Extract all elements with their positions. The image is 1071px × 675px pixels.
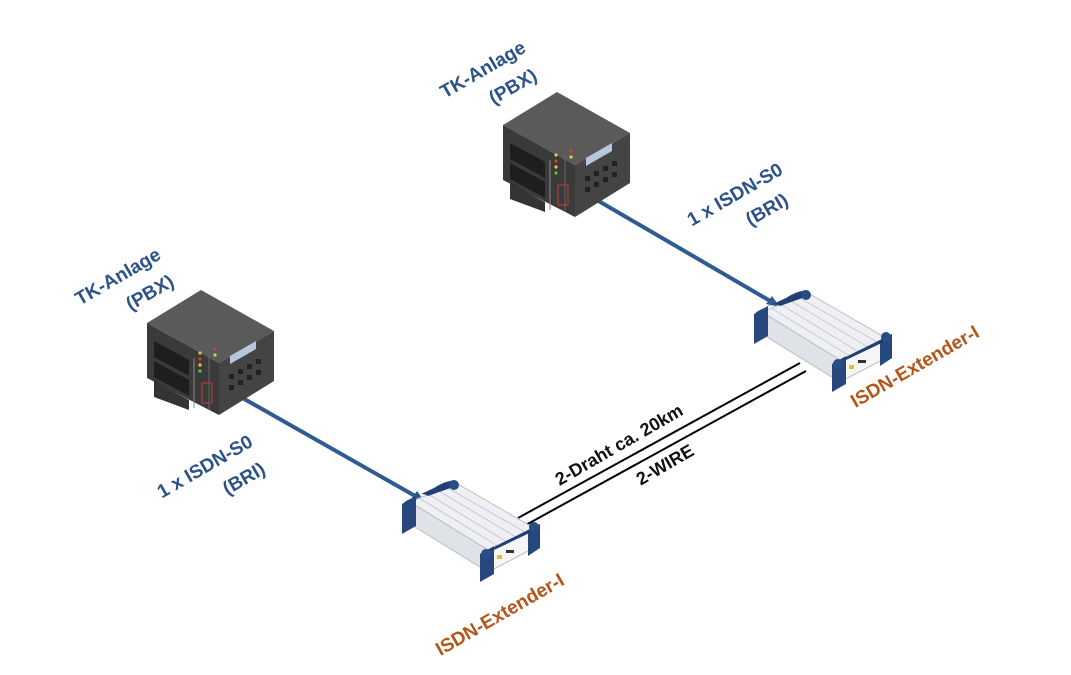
pbx-top: [502, 91, 631, 218]
wire-link-label: 2-Draht ca. 20km: [552, 400, 687, 489]
pbx-left: [146, 289, 275, 416]
extender-left-label: ISDN-Extender-I: [432, 570, 568, 661]
extender-left: [401, 479, 541, 583]
link-left-pbx-to-extender: [231, 390, 425, 502]
two-wire-link: [517, 362, 807, 527]
